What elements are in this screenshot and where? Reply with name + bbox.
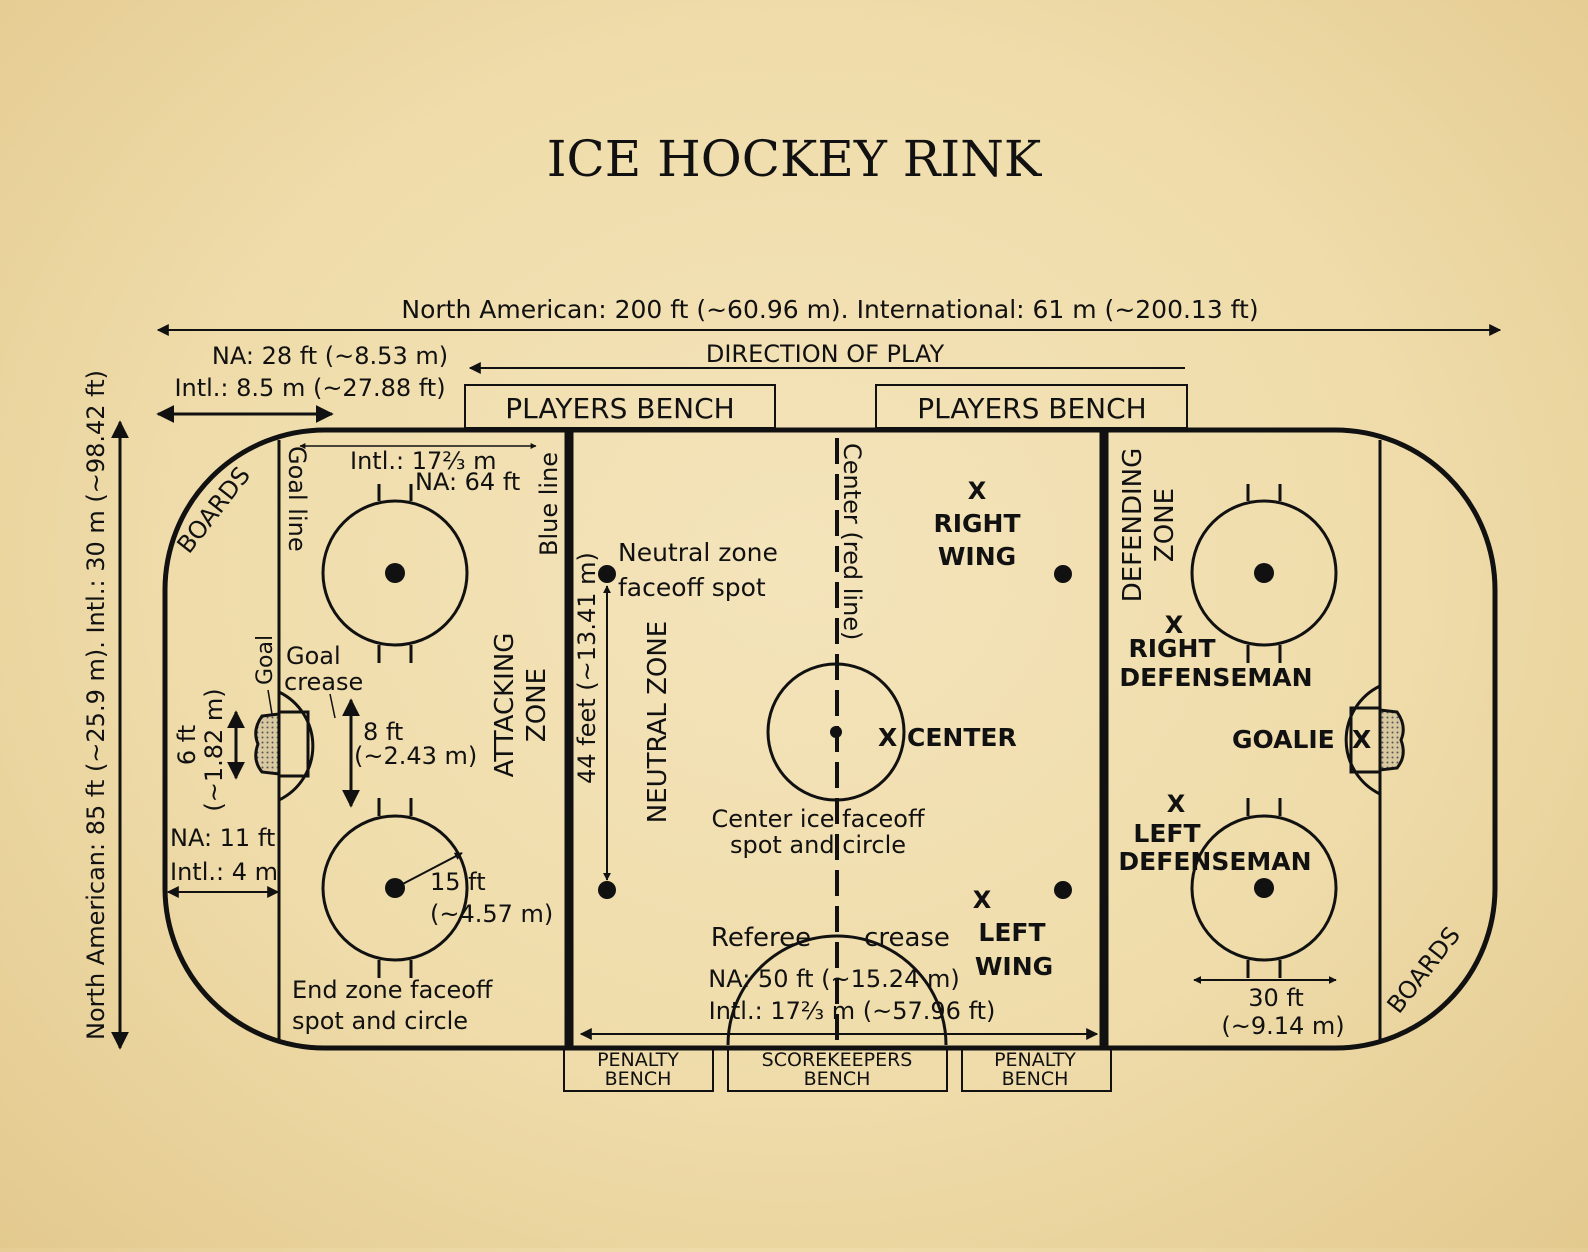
zone-intl-label: Intl.: 17⅔ m xyxy=(350,447,497,475)
goal-net-left xyxy=(254,712,281,776)
attacking-zone-label-2: ZONE xyxy=(522,668,552,742)
goal-frame-left xyxy=(277,710,310,778)
neutral-spot-left-bottom xyxy=(598,881,616,899)
length-label: North American: 200 ft (~60.96 m). Inter… xyxy=(401,295,1258,324)
crease-m-label: (~2.43 m) xyxy=(354,742,477,770)
circle-radius-m-label: (~4.57 m) xyxy=(430,900,553,928)
scorekeepers-bench-label-2: BENCH xyxy=(804,1068,871,1090)
spot-dist-label: 44 feet (~13.41 m) xyxy=(573,552,601,784)
goal-label: Goal xyxy=(253,635,278,685)
end-zone-label-2: spot and circle xyxy=(292,1007,468,1035)
players-bench-left-label: PLAYERS BENCH xyxy=(505,392,734,425)
right-defenseman-marker: X xyxy=(1165,611,1184,639)
end-zone-circle-right-top xyxy=(1190,484,1338,663)
neutral-spot-left-top xyxy=(598,565,616,583)
end-zone-label-1: End zone faceoff xyxy=(292,976,493,1004)
left-defenseman-label-2: DEFENSEMAN xyxy=(1118,847,1311,876)
scorekeepers-bench-label-1: SCOREKEEPERS xyxy=(762,1049,913,1071)
page-title: ICE HOCKEY RINK xyxy=(547,130,1043,188)
neutral-spot-right-bottom xyxy=(1054,881,1072,899)
center-line-label: Center (red line) xyxy=(838,443,866,640)
left-wing-marker: X xyxy=(973,886,992,914)
circle-diam-m-label: (~9.14 m) xyxy=(1221,1012,1344,1040)
goal-width-m-label: (~1.82 m) xyxy=(200,688,228,811)
left-defenseman-marker: X xyxy=(1167,790,1186,818)
right-wing-label-2: WING xyxy=(938,542,1016,571)
goal-net-right xyxy=(1378,708,1405,772)
goal-leader-line xyxy=(267,689,273,715)
zone-na-label: NA: 64 ft xyxy=(415,468,520,496)
attacking-zone-label-1: ATTACKING xyxy=(490,633,520,778)
defending-zone-label-1: DEFENDING xyxy=(1118,448,1148,603)
crease-word-label: crease xyxy=(864,923,950,953)
goal-crease-label-2: crease xyxy=(284,668,363,696)
width-label: North American: 85 ft (~25.9 m). Intl.: … xyxy=(82,370,110,1040)
left-wing-label-2: WING xyxy=(975,952,1053,981)
center-ice-label-1: Center ice faceoff xyxy=(712,805,925,833)
penalty-bench-right-label-2: BENCH xyxy=(1002,1068,1069,1090)
goalie-marker: X xyxy=(1352,725,1371,754)
left-wing-label-1: LEFT xyxy=(978,918,1045,947)
corner-intl-label: Intl.: 8.5 m (~27.88 ft) xyxy=(174,374,445,402)
goal-crease-left xyxy=(278,690,315,802)
end-zone-circle-left-top xyxy=(321,484,469,663)
penalty-bench-left-label-1: PENALTY xyxy=(597,1049,679,1071)
penalty-bench-right xyxy=(961,1047,1112,1092)
penalty-bench-left xyxy=(563,1047,714,1092)
neutral-spot-label-2: faceoff spot xyxy=(618,573,766,602)
scorekeepers-bench xyxy=(727,1047,948,1092)
circle-radius-arrow xyxy=(394,852,463,889)
boards-right-label: BOARDS xyxy=(1381,922,1465,1019)
goal-dist-na-label: NA: 11 ft xyxy=(170,824,275,852)
goal-line-label: Goal line xyxy=(283,446,311,552)
blue-line-label: Blue line xyxy=(535,452,563,556)
penalty-bench-right-label-1: PENALTY xyxy=(994,1049,1076,1071)
players-bench-right-label: PLAYERS BENCH xyxy=(917,392,1146,425)
center-ice-label-2: spot and circle xyxy=(730,831,906,859)
right-defenseman-label-1: RIGHT xyxy=(1128,634,1215,663)
referee-crease xyxy=(726,934,948,1046)
neutral-spot-right-top xyxy=(1054,565,1072,583)
center-position-label: CENTER xyxy=(907,723,1017,752)
corner-na-label: NA: 28 ft (~8.53 m) xyxy=(212,342,448,370)
goal-width-label: 6 ft xyxy=(173,725,201,765)
neutral-zone-label: NEUTRAL ZONE xyxy=(643,621,673,824)
neutral-spot-label-1: Neutral zone xyxy=(618,538,778,567)
neutral-intl-label: Intl.: 17⅔ m (~57.96 ft) xyxy=(709,997,996,1025)
neutral-na-label: NA: 50 ft (~15.24 m) xyxy=(708,965,959,993)
end-zone-circle-right-bottom xyxy=(1190,798,1338,978)
center-marker: X xyxy=(878,723,897,752)
goal-crease-leader-line xyxy=(329,693,336,719)
defending-zone-label-2: ZONE xyxy=(1150,488,1180,562)
goal-dist-intl-label: Intl.: 4 m xyxy=(170,858,278,886)
penalty-bench-left-label-2: BENCH xyxy=(605,1068,672,1090)
right-wing-label-1: RIGHT xyxy=(933,509,1020,538)
goal-crease-label-1: Goal xyxy=(286,642,341,670)
center-spot xyxy=(830,726,842,738)
center-circle xyxy=(766,662,906,802)
circle-radius-label: 15 ft xyxy=(430,868,486,896)
right-defenseman-label-2: DEFENSEMAN xyxy=(1119,663,1312,692)
goal-crease-right xyxy=(1344,684,1381,796)
referee-label: Referee xyxy=(711,923,811,953)
left-defenseman-label-1: LEFT xyxy=(1133,819,1200,848)
crease-label: 8 ft xyxy=(363,718,403,746)
right-wing-marker: X xyxy=(968,477,987,505)
circle-diam-label: 30 ft xyxy=(1248,984,1304,1012)
goalie-label: GOALIE xyxy=(1232,725,1335,754)
direction-label: DIRECTION OF PLAY xyxy=(706,340,945,368)
